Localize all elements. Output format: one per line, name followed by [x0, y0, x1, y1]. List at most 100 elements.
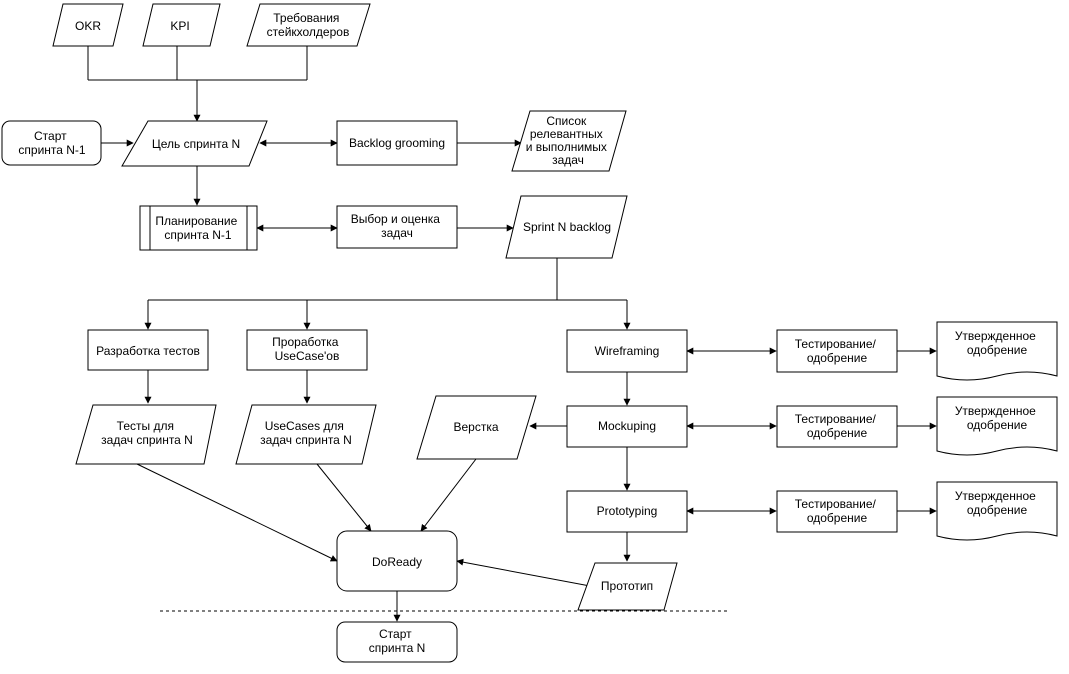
- approved1-label-line-2: одобрение: [967, 343, 1028, 357]
- edge-testsout-doready: [136, 463, 338, 562]
- approved3-document: [936, 481, 1058, 541]
- connectors: [87, 46, 937, 622]
- test3-label-line-1: Тестирование/: [795, 497, 877, 511]
- layout-label-line: Верстка: [453, 420, 498, 434]
- grooming-label: Backlog grooming: [349, 136, 445, 150]
- stakeholders-label: Требования стейкхолдеров: [267, 11, 350, 39]
- test1-process: [776, 329, 898, 373]
- start-prev-label-line-1: Старт: [34, 129, 67, 143]
- edge-usecasesout-doready: [316, 463, 372, 532]
- select-label-line-1: Выбор и оценка: [351, 212, 440, 226]
- stakeholders-label-line-2: стейкхолдеров: [267, 25, 350, 39]
- node-labels: OKR KPI Требования стейкхолдеров Старт с…: [18, 11, 1039, 655]
- test2-label-line-2: одобрение: [807, 426, 868, 440]
- prototyping-label-line: Prototyping: [597, 504, 658, 518]
- start-next-terminal: [336, 621, 458, 663]
- grooming-label-line: Backlog grooming: [349, 136, 445, 150]
- tests-out-label-line-2: задач спринта N: [101, 433, 193, 447]
- sprint-backlog-data: [505, 195, 628, 259]
- start-next-label: Старт спринта N: [369, 627, 426, 655]
- approved3-label-line-1: Утвержденное: [955, 489, 1036, 503]
- relevant-list-label-line-4: задач: [552, 153, 584, 167]
- wireframing-process: [566, 329, 688, 373]
- approved1-document: [936, 321, 1058, 381]
- okr-data: [52, 3, 124, 47]
- relevant-list-data: [511, 110, 627, 172]
- goal-label: Цель спринта N: [152, 137, 240, 151]
- approved3-label-line-2: одобрение: [967, 503, 1028, 517]
- okr-label: OKR: [75, 19, 101, 33]
- test1-label-line-2: одобрение: [807, 351, 868, 365]
- mockuping-label: Mockuping: [598, 419, 656, 433]
- test2-process: [776, 405, 898, 448]
- dev-tests-label-line: Разработка тестов: [96, 344, 200, 358]
- doready-terminal: [336, 530, 458, 592]
- tests-out-data: [75, 404, 217, 465]
- relevant-list-label-line-2: релевантных: [530, 127, 603, 141]
- goal-label-line: Цель спринта N: [152, 137, 240, 151]
- start-next-label-line-1: Старт: [379, 627, 412, 641]
- layout-data: [416, 395, 537, 460]
- approved2-label: Утвержденное одобрение: [955, 404, 1039, 432]
- approved2-document: [936, 396, 1058, 456]
- tests-out-label: Тесты для задач спринта N: [101, 419, 193, 447]
- approved3-label: Утвержденное одобрение: [955, 489, 1039, 517]
- usecases-out-label-line-1: UseCases для: [265, 419, 344, 433]
- kpi-label-line: KPI: [170, 19, 189, 33]
- usecases-label-line-1: Проработка: [272, 335, 339, 349]
- start-prev-label: Старт спринта N-1: [18, 129, 86, 157]
- okr-label-line: OKR: [75, 19, 101, 33]
- planning-subprocess: [139, 205, 258, 251]
- layout-label: Верстка: [453, 420, 498, 434]
- usecases-label-line-2: UseCase'ов: [275, 349, 340, 363]
- select-process: [336, 205, 458, 249]
- relevant-list-label: Список релевантных и выполнимых задач: [526, 114, 611, 167]
- grooming-process: [336, 120, 458, 166]
- stakeholders-data: [246, 3, 371, 47]
- wireframing-label-line: Wireframing: [595, 344, 660, 358]
- prototyping-process: [566, 490, 688, 533]
- relevant-list-label-line-3: и выполнимых: [526, 140, 607, 154]
- test3-process: [776, 490, 898, 533]
- usecases-out-label: UseCases для задач спринта N: [260, 419, 352, 447]
- wireframing-label: Wireframing: [595, 344, 660, 358]
- prototype-data: [577, 562, 678, 611]
- approved2-label-line-2: одобрение: [967, 418, 1028, 432]
- start-prev-terminal: [1, 120, 102, 166]
- approved1-label: Утвержденное одобрение: [955, 329, 1039, 357]
- mockuping-label-line: Mockuping: [598, 419, 656, 433]
- approved2-label-line-1: Утвержденное: [955, 404, 1036, 418]
- sprint-backlog-label-line: Sprint N backlog: [523, 220, 611, 234]
- edge-prototype-doready: [456, 558, 591, 587]
- kpi-label: KPI: [170, 19, 189, 33]
- test1-label-line-1: Тестирование/: [795, 337, 877, 351]
- dev-tests-process: [87, 329, 209, 371]
- usecases-out-data: [235, 404, 377, 465]
- nodes: [1, 3, 1058, 663]
- sprint-backlog-label: Sprint N backlog: [523, 220, 611, 234]
- usecases-label: Проработка UseCase'ов: [272, 335, 342, 363]
- test2-label-line-1: Тестирование/: [795, 412, 877, 426]
- usecases-out-label-line-2: задач спринта N: [260, 433, 352, 447]
- mockuping-process: [566, 405, 688, 448]
- planning-label-line-2: спринта N-1: [164, 228, 232, 242]
- stakeholders-label-line-1: Требования: [273, 11, 339, 25]
- start-prev-label-line-2: спринта N-1: [18, 143, 86, 157]
- planning-label: Планирование спринта N-1: [155, 214, 240, 242]
- test3-label-line-2: одобрение: [807, 511, 868, 525]
- tests-out-label-line-1: Тесты для: [117, 419, 174, 433]
- test1-label: Тестирование/ одобрение: [795, 337, 879, 365]
- kpi-data: [142, 3, 221, 47]
- prototype-label-line: Прототип: [601, 579, 653, 593]
- goal-data: [121, 120, 268, 167]
- test3-label: Тестирование/ одобрение: [795, 497, 879, 525]
- start-next-label-line-2: спринта N: [369, 641, 426, 655]
- usecases-process: [246, 329, 368, 371]
- dev-tests-label: Разработка тестов: [96, 344, 200, 358]
- select-label: Выбор и оценка задач: [351, 212, 443, 240]
- doready-label-line: DoReady: [372, 555, 422, 569]
- doready-label: DoReady: [372, 555, 422, 569]
- approved1-label-line-1: Утвержденное: [955, 329, 1036, 343]
- prototyping-label: Prototyping: [597, 504, 658, 518]
